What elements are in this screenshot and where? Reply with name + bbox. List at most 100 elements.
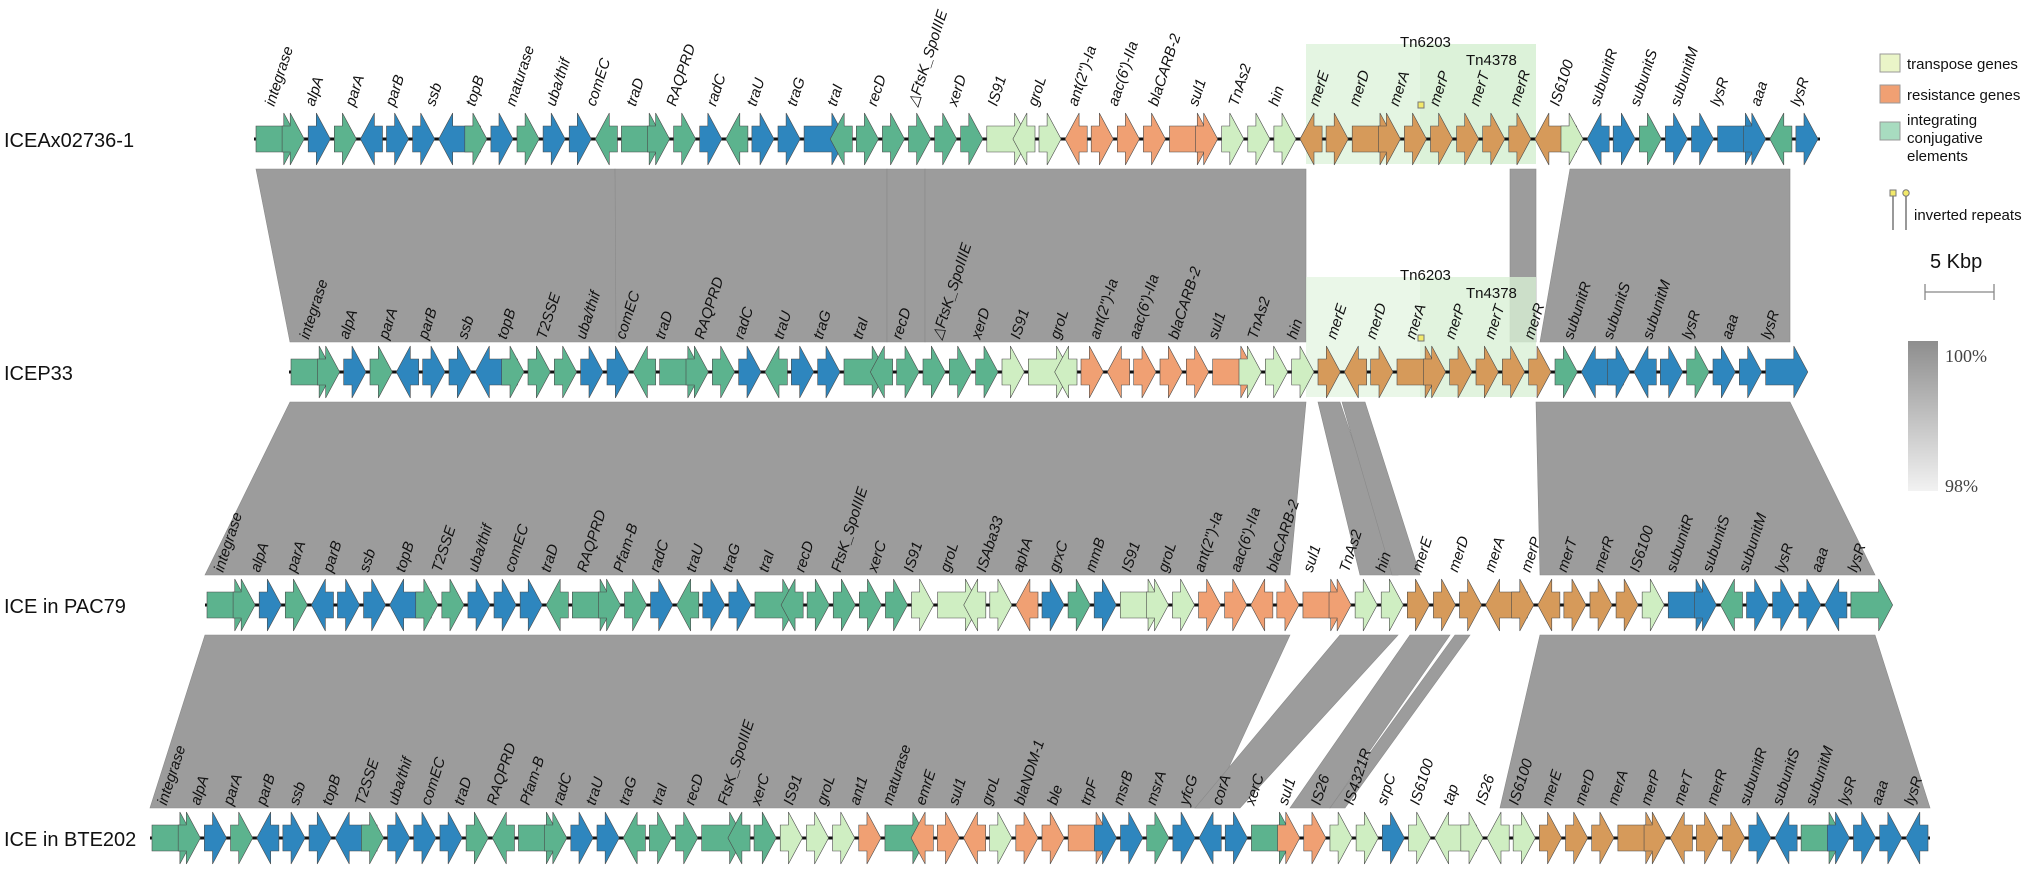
- gene-arrow: [1015, 811, 1039, 865]
- gene-label: ssb: [356, 547, 379, 574]
- gene-arrow: [791, 345, 815, 399]
- gene-arrow: [464, 112, 488, 166]
- gene-label: merD: [1445, 534, 1473, 574]
- gene-arrow: [282, 811, 306, 865]
- gene-arrow: [1696, 811, 1719, 865]
- gene-arrow: [1850, 578, 1893, 632]
- alignment-band: [1329, 634, 1471, 809]
- gene-label: integrase: [262, 44, 297, 108]
- gene-arrow: [1012, 112, 1036, 166]
- legend: transpose genes resistance genes integra…: [1879, 53, 2022, 230]
- gene-arrow: [632, 345, 656, 399]
- gene-arrow: [934, 112, 958, 166]
- inverted-repeat-marker: [1417, 101, 1425, 109]
- gene-arrow: [1528, 345, 1552, 399]
- gene-arrow: [1475, 345, 1499, 399]
- gene-label: traI: [649, 781, 672, 807]
- gene-label: ant(2'')-Ia: [1065, 44, 1100, 109]
- gene-arrow: [545, 578, 569, 632]
- gene-arrow: [896, 345, 920, 399]
- gene-arrow: [622, 811, 646, 865]
- alignment-bands: [149, 168, 1931, 809]
- gene-arrow: [1743, 112, 1767, 166]
- gene-arrow: [1408, 811, 1431, 865]
- gene-arrow: [806, 811, 829, 865]
- gene-arrow: [580, 345, 604, 399]
- gene-arrow: [1407, 578, 1430, 632]
- gene-arrow: [936, 811, 960, 865]
- gene-arrow: [232, 578, 256, 632]
- gene-arrow: [519, 578, 543, 632]
- gene-arrow: [1554, 345, 1578, 399]
- gene-label: parB: [382, 73, 408, 109]
- gene-arrow: [1041, 811, 1065, 865]
- gene-label: srpC: [1374, 772, 1400, 808]
- gene-arrow: [1133, 345, 1157, 399]
- legend-label-transposase: transpose genes: [1907, 56, 2018, 73]
- gene-arrow: [1106, 345, 1130, 399]
- gene-label: ssb: [422, 81, 445, 108]
- gene-arrow: [527, 345, 551, 399]
- gene-arrow: [1381, 811, 1405, 865]
- legend-label-repeats: inverted repeats: [1914, 207, 2022, 224]
- gene-label: aaa: [1808, 545, 1832, 574]
- gene-label: xerD: [944, 73, 970, 109]
- gene-arrow: [1720, 578, 1743, 632]
- gene-arrow: [817, 345, 841, 399]
- gene-arrow: [728, 578, 752, 632]
- identity-gradient: 100% 98%: [1908, 341, 1987, 496]
- gene-arrow: [1247, 112, 1271, 166]
- gene-arrow: [491, 811, 515, 865]
- gene-label: maturase: [503, 44, 538, 109]
- gene-arrow: [1607, 345, 1631, 399]
- gene-arrow: [1612, 112, 1636, 166]
- gene-arrow: [501, 345, 525, 399]
- gene-arrow: [363, 578, 386, 632]
- gene-arrow: [1563, 578, 1587, 632]
- gene-arrow: [1589, 578, 1613, 632]
- alignment-band: [204, 401, 1307, 576]
- gene-arrow: [650, 578, 674, 632]
- gene-arrow: [1172, 578, 1195, 632]
- gene-arrow: [751, 112, 775, 166]
- gene-arrow: [386, 112, 409, 166]
- gene-arrow: [542, 112, 566, 166]
- gene-arrow: [832, 578, 856, 632]
- gene-arrow: [448, 345, 472, 399]
- gene-arrow: [1093, 578, 1117, 632]
- gene-arrow: [1370, 345, 1394, 399]
- gene-label: sul1: [1300, 543, 1325, 574]
- gene-arrow: [1686, 345, 1710, 399]
- scale-bar: 5 Kbp: [1924, 251, 1995, 300]
- gene-arrow: [624, 578, 647, 632]
- gene-arrow: [204, 811, 227, 865]
- gene-arrow: [1853, 811, 1876, 865]
- gene-arrow: [415, 578, 439, 632]
- gene-arrow: [1224, 811, 1248, 865]
- gene-arrow: [1238, 345, 1262, 399]
- gene-arrow: [753, 811, 777, 865]
- gene-arrow: [1186, 345, 1210, 399]
- gene-arrow: [1120, 811, 1144, 865]
- gene-arrow: [1273, 112, 1297, 166]
- gene-arrow: [369, 345, 393, 399]
- gene-arrow: [725, 112, 749, 166]
- gene-label: comEC: [583, 56, 614, 108]
- gene-arrow: [1276, 578, 1300, 632]
- gene-arrow: [544, 811, 568, 865]
- gene-label: lysR: [1707, 75, 1732, 108]
- gene-arrow: [1404, 112, 1427, 166]
- gene-arrow: [1001, 345, 1025, 399]
- gene-arrow: [307, 112, 331, 166]
- gene-arrow: [1355, 811, 1379, 865]
- gene-label: sul1: [1185, 77, 1210, 108]
- gene-arrow: [1380, 578, 1404, 632]
- gene-arrow: [1449, 345, 1473, 399]
- gene-arrow: [1511, 578, 1535, 632]
- gene-arrow: [1826, 811, 1850, 865]
- gradient-bottom-label: 98%: [1945, 476, 1978, 496]
- gene-arrow: [1765, 345, 1809, 399]
- gene-arrow: [1329, 811, 1353, 865]
